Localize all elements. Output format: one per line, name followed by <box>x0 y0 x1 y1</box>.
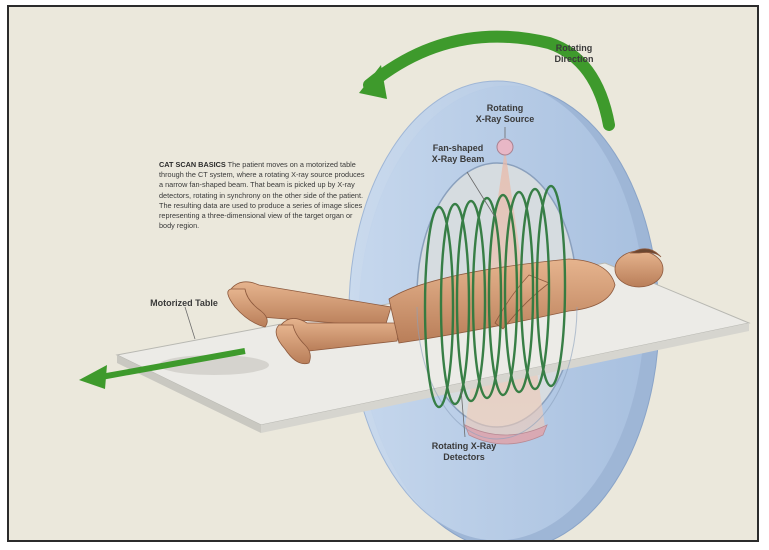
caption-text: The patient moves on a motorized table t… <box>159 160 365 230</box>
diagram-frame: Rotating Direction Rotating X-Ray Source… <box>7 5 759 542</box>
label-rotating-xray-source: Rotating X-Ray Source <box>455 103 555 125</box>
caption-heading: CAT SCAN BASICS <box>159 160 226 169</box>
label-rotating-direction: Rotating Direction <box>539 43 609 65</box>
label-rotating-detectors: Rotating X-Ray Detectors <box>419 441 509 463</box>
label-motorized-table: Motorized Table <box>129 298 239 309</box>
ct-scanner-illustration <box>9 7 759 542</box>
figure-caption: CAT SCAN BASICS The patient moves on a m… <box>159 160 365 231</box>
label-fan-shaped-beam: Fan-shaped X-Ray Beam <box>413 143 503 165</box>
